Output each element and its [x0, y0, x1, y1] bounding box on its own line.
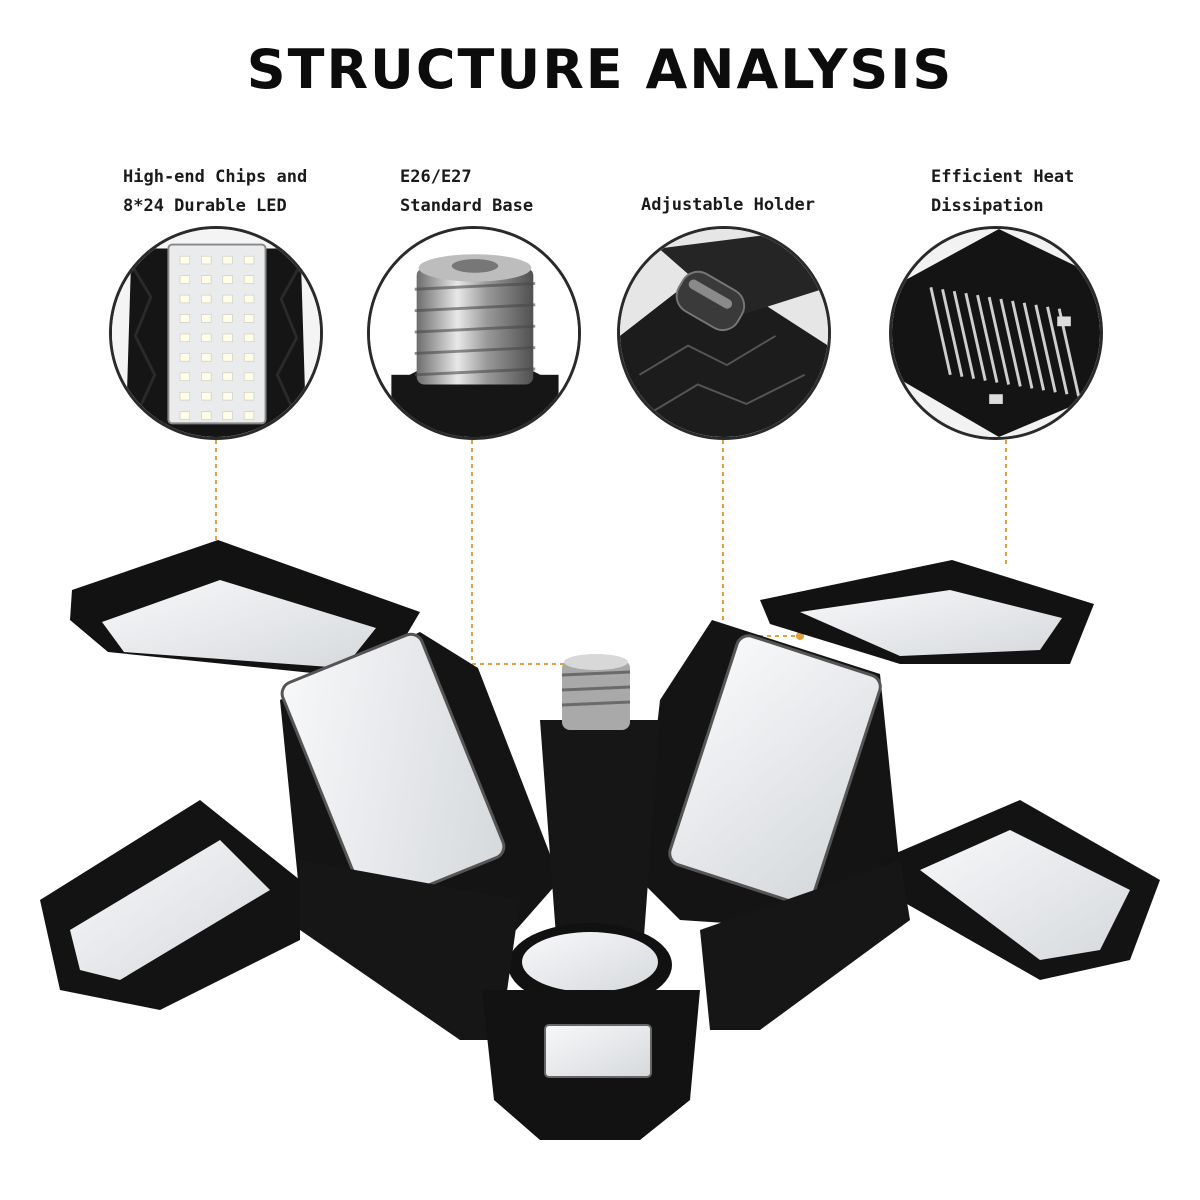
panel-top-left: [70, 540, 420, 680]
led-chip: [179, 391, 191, 401]
led-chip: [179, 333, 191, 343]
heat-fin: [929, 287, 952, 376]
led-chip: [243, 333, 255, 343]
led-chip: [179, 372, 191, 381]
led-chip: [179, 314, 191, 323]
feature-label-line: Efficient Heat: [931, 167, 1075, 187]
led-chip: [222, 353, 233, 362]
page-title: STRUCTURE ANALYSIS: [246, 38, 954, 101]
screw-base-closeup-icon: [367, 226, 581, 440]
led-chip: [222, 275, 233, 284]
heat-fin: [941, 288, 964, 378]
panel-bottom-center: [482, 990, 700, 1140]
heat-fin: [987, 296, 1011, 385]
led-chip: [243, 275, 255, 284]
led-chip: [222, 333, 233, 343]
heat-fin: [976, 294, 999, 383]
feature-label-line: 8*24 Durable LED: [123, 196, 287, 216]
heat-sink-closeup-icon: [889, 226, 1103, 440]
feature-label-led-chips: High-end Chips and 8*24 Durable LED: [123, 163, 307, 221]
feature-label-line: High-end Chips and: [123, 167, 308, 187]
led-chip: [243, 294, 255, 304]
panel-top-right: [760, 560, 1094, 664]
led-chip: [243, 391, 255, 401]
led-chip: [201, 391, 212, 401]
led-chip: [201, 353, 212, 362]
led-chip: [201, 372, 212, 381]
feature-label-line: Dissipation: [931, 196, 1044, 216]
led-chip: [179, 411, 191, 420]
led-chip: [222, 255, 233, 265]
led-chip: [201, 294, 212, 304]
feature-label-line: E26/E27: [400, 167, 472, 187]
heat-fin: [999, 298, 1022, 387]
led-chip: [201, 255, 212, 265]
feature-label-holder: Adjustable Holder: [641, 191, 815, 220]
led-chip: [243, 411, 255, 420]
led-chip: [222, 372, 233, 381]
led-chip: [243, 372, 255, 381]
led-chip: [179, 294, 191, 304]
heat-fin: [964, 292, 987, 381]
heat-fin: [1034, 304, 1057, 393]
led-chip: [201, 314, 212, 323]
feature-label-line: Adjustable Holder: [641, 195, 815, 215]
led-chip: [243, 255, 255, 265]
hinge-closeup-icon: [617, 226, 831, 440]
led-chip: [222, 314, 233, 323]
feature-label-heat: Efficient Heat Dissipation: [931, 163, 1074, 221]
heat-fin: [1022, 302, 1046, 391]
feature-label-base: E26/E27 Standard Base: [400, 163, 533, 221]
panel-bottom-left: [40, 800, 520, 1040]
heat-fin: [1011, 300, 1034, 389]
led-panel-closeup-icon: [109, 226, 323, 440]
led-chip: [243, 353, 255, 362]
led-chip: [243, 314, 255, 323]
led-chip: [179, 255, 191, 265]
led-chip: [222, 294, 233, 304]
led-chip: [179, 353, 191, 362]
led-chip: [201, 275, 212, 284]
heat-fin: [1046, 306, 1069, 395]
heat-fin: [952, 290, 976, 379]
led-chip: [201, 333, 212, 343]
feature-label-line: Standard Base: [400, 196, 534, 216]
led-chip: [222, 391, 233, 401]
center-body: [508, 654, 672, 1007]
panel-bottom-right: [700, 800, 1160, 1030]
led-chip: [222, 411, 233, 420]
led-chip: [201, 411, 212, 420]
panel-inner-right: [640, 620, 900, 930]
led-chip: [179, 275, 191, 284]
